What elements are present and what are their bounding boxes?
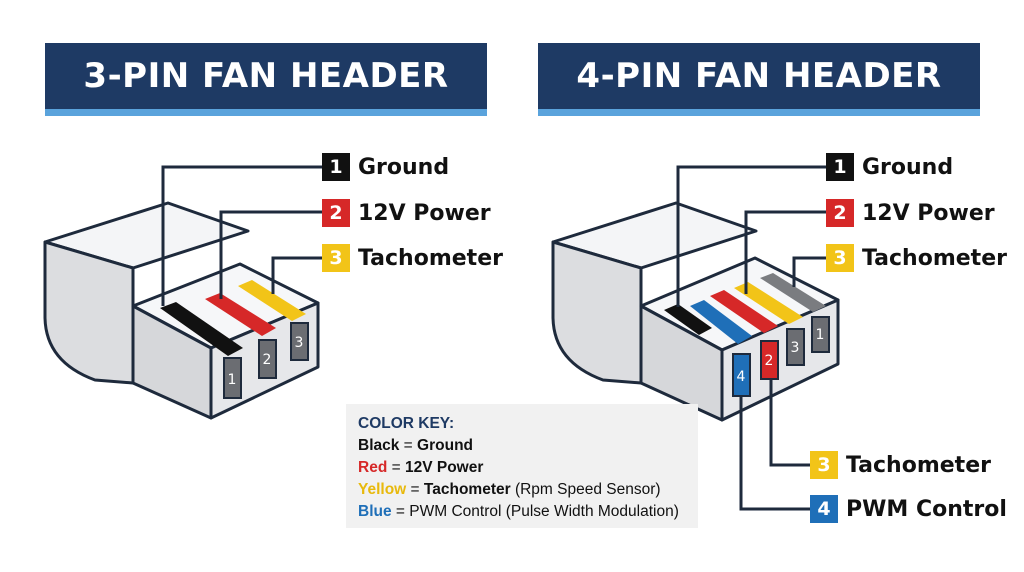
four-pin-wires (664, 273, 826, 344)
pin-label-text: Ground (358, 154, 450, 180)
meaning: 12V Power (404, 459, 484, 476)
equals: = (399, 437, 418, 454)
three-pin-leader-tach (271, 256, 322, 294)
pin-number-badge: 3 (810, 451, 838, 479)
meaning: PWM Control (409, 503, 502, 520)
three-pin-wire-black (160, 302, 243, 356)
color-key-row-red: Red = 12V Power (358, 457, 686, 479)
pin-label-text: PWM Control (846, 496, 1007, 522)
four-pin-label-pwm: 4 PWM Control (810, 495, 1007, 523)
three-pin-wire-yellow (238, 280, 306, 321)
four-pin-housing-left (551, 240, 643, 385)
pin-label-text: Tachometer (862, 245, 1007, 271)
three-pin-label-power: 2 12V Power (322, 199, 491, 227)
four-pin-label-tach-bottom: 3 Tachometer (810, 451, 991, 479)
pin-number-badge: 2 (826, 199, 854, 227)
four-pin-slot-label-2: 2 (765, 353, 774, 369)
three-pin-slot-label-2: 2 (263, 352, 272, 368)
three-pin-slot-label-3: 3 (295, 335, 304, 351)
color-word: Blue (358, 503, 392, 520)
four-pin-wire-gray (760, 273, 826, 312)
four-pin-wire-blue (690, 300, 752, 344)
four-pin-slot-3 (786, 328, 805, 366)
four-pin-label-ground: 1 Ground (826, 153, 953, 181)
equals: = (387, 459, 405, 476)
meaning: Tachometer (423, 481, 511, 498)
color-word: Black (358, 437, 400, 454)
four-pin-slot-label-3: 3 (791, 340, 800, 356)
three-pin-label-tach: 3 Tachometer (322, 244, 503, 272)
three-pin-slot-label-1: 1 (228, 372, 237, 388)
four-pin-slot-label-1: 1 (816, 327, 825, 343)
three-pin-header-banner: 3-PIN FAN HEADER (45, 43, 487, 116)
three-pin-wires (160, 280, 306, 356)
color-key-box: COLOR KEY: Black = Ground Red = 12V Powe… (346, 404, 698, 528)
color-key-title: COLOR KEY: (358, 415, 455, 432)
extra: (Rpm Speed Sensor) (510, 481, 661, 498)
four-pin-label-tach-top: 3 Tachometer (826, 244, 1007, 272)
three-pin-slot-2 (258, 339, 277, 379)
pin-label-text: 12V Power (862, 200, 995, 226)
four-pin-slot-label-4: 4 (737, 369, 746, 385)
three-pin-label-ground: 1 Ground (322, 153, 449, 181)
pin-number-badge: 3 (322, 244, 350, 272)
four-pin-label-power: 2 12V Power (826, 199, 995, 227)
four-pin-slot-2 (760, 340, 779, 380)
four-pin-slot-1 (811, 316, 830, 353)
color-word: Red (358, 459, 388, 476)
three-pin-leader-ground (161, 165, 322, 306)
four-pin-leader-tach-bottom (769, 380, 810, 467)
four-pin-leader-ground (676, 165, 826, 307)
pin-number-badge: 1 (826, 153, 854, 181)
four-pin-title: 4-PIN FAN HEADER (576, 56, 942, 96)
four-pin-connector-illustration (551, 201, 840, 422)
three-pin-wire-red (205, 293, 276, 336)
four-pin-wire-black (664, 304, 712, 335)
extra: (Pulse Width Modulation) (501, 503, 679, 520)
four-pin-slots: 4 2 3 1 (732, 316, 830, 397)
four-pin-leader-pwm (739, 396, 810, 511)
pin-label-text: Tachometer (358, 245, 503, 271)
four-pin-header-banner: 4-PIN FAN HEADER (538, 43, 980, 116)
color-key-row-black: Black = Ground (358, 435, 686, 457)
three-pin-leader-power (219, 210, 322, 299)
four-pin-wire-red (710, 290, 778, 333)
pin-number-badge: 1 (322, 153, 350, 181)
three-pin-leader-lines (161, 165, 322, 306)
color-key-row-blue: Blue = PWM Control (Pulse Width Modulati… (358, 501, 686, 523)
four-pin-leader-lines (676, 165, 826, 511)
four-pin-wire-yellow (734, 282, 803, 324)
equals: = (391, 503, 410, 520)
pin-label-text: Tachometer (846, 452, 991, 478)
three-pin-housing-left (43, 240, 135, 385)
color-word: Yellow (358, 481, 407, 498)
color-key-row-yellow: Yellow = Tachometer (Rpm Speed Sensor) (358, 479, 686, 501)
three-pin-slots: 1 2 3 (223, 322, 309, 399)
three-pin-slot-1 (223, 357, 242, 399)
three-pin-title: 3-PIN FAN HEADER (83, 56, 449, 96)
equals: = (406, 481, 424, 498)
pin-number-badge: 3 (826, 244, 854, 272)
pin-label-text: Ground (862, 154, 954, 180)
four-pin-leader-power (744, 210, 826, 294)
pin-number-badge: 2 (322, 199, 350, 227)
pin-number-badge: 4 (810, 495, 838, 523)
meaning: Ground (417, 437, 474, 454)
four-pin-leader-tach-top (792, 256, 826, 287)
three-pin-slot-3 (290, 322, 309, 361)
pin-label-text: 12V Power (358, 200, 491, 226)
